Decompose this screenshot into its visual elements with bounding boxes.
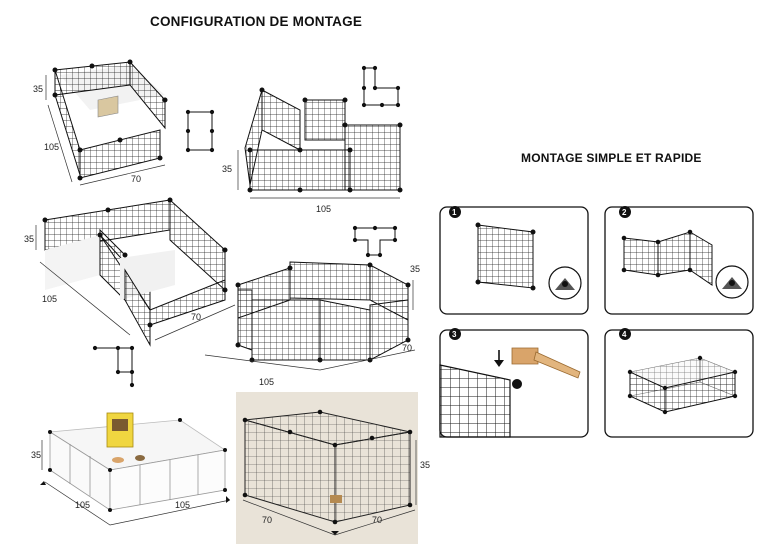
config-4-plan bbox=[352, 225, 398, 258]
config-4-length: 105 bbox=[259, 377, 274, 387]
config-1-length: 105 bbox=[44, 142, 59, 152]
config-title: CONFIGURATION DE MONTAGE bbox=[150, 14, 363, 29]
config-4-depth: 35 bbox=[410, 264, 420, 274]
step-3-panel: 3 bbox=[439, 328, 589, 438]
config-3-length: 105 bbox=[42, 294, 57, 304]
config-6-photo: 35 70 70 bbox=[236, 392, 430, 544]
config-5-width: 105 bbox=[175, 500, 190, 510]
config-5-depth: 35 bbox=[31, 450, 41, 460]
config-1-depth: 35 bbox=[33, 84, 43, 94]
config-2-depth: 35 bbox=[222, 164, 232, 174]
config-1-pen: 35 105 70 bbox=[33, 59, 168, 186]
connector-zoom-icon bbox=[715, 265, 749, 299]
step-1-panel: 1 bbox=[439, 206, 589, 315]
step-1-number: 1 bbox=[452, 208, 457, 217]
arrow-down-icon bbox=[494, 350, 504, 367]
connector-zoom-icon bbox=[548, 266, 582, 300]
mallet-icon bbox=[511, 347, 581, 379]
config-3-pen: 35 105 70 bbox=[24, 197, 236, 347]
step-3-number: 3 bbox=[452, 330, 457, 339]
config-1-plan bbox=[185, 109, 215, 153]
config-2-plan bbox=[361, 65, 401, 108]
config-3-plan bbox=[92, 345, 135, 388]
config-4-pen: 35 70 105 bbox=[204, 261, 420, 387]
config-5-photo: 35 105 105 bbox=[31, 412, 231, 526]
config-3-depth: 35 bbox=[24, 234, 34, 244]
config-3-width: 70 bbox=[191, 312, 201, 322]
assembly-title: MONTAGE SIMPLE ET RAPIDE bbox=[521, 151, 702, 165]
config-6-length: 70 bbox=[372, 515, 382, 525]
config-1-width: 70 bbox=[131, 174, 141, 184]
step-4-panel: 4 bbox=[604, 328, 754, 438]
step-4-number: 4 bbox=[622, 330, 627, 339]
config-6-width: 70 bbox=[262, 515, 272, 525]
config-2-pen: 35 105 bbox=[222, 87, 403, 214]
config-4-width: 70 bbox=[402, 343, 412, 353]
step-2-number: 2 bbox=[622, 208, 627, 217]
step-2-panel: 2 bbox=[604, 206, 754, 315]
config-2-length: 105 bbox=[316, 204, 331, 214]
config-5-length: 105 bbox=[75, 500, 90, 510]
config-6-depth: 35 bbox=[420, 460, 430, 470]
